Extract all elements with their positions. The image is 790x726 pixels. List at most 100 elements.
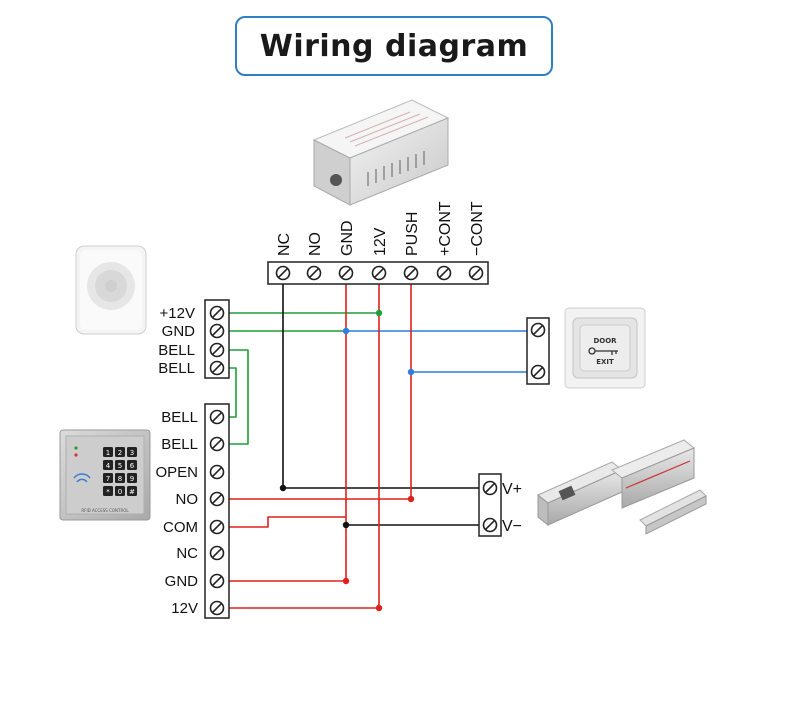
psu-terminal-label: 12V bbox=[372, 227, 389, 256]
controller-main-terminal-label: NO bbox=[176, 491, 199, 508]
wire-red-gnd bbox=[224, 279, 347, 582]
controller-top-terminal-screw bbox=[209, 323, 225, 339]
psu-terminal-screw bbox=[436, 265, 452, 281]
psu-terminal-label: +CONT bbox=[437, 201, 454, 256]
controller-main-terminal-screw bbox=[209, 600, 225, 616]
page-title: Wiring diagram bbox=[259, 28, 529, 64]
wire-green-bell-a bbox=[224, 349, 249, 445]
lock-terminal-block: V+ V− bbox=[478, 473, 522, 537]
keypad-key: 2 bbox=[115, 447, 125, 457]
junction-dot bbox=[375, 309, 383, 317]
keypad-caption: RFID ACCESS CONTROL bbox=[81, 508, 129, 513]
psu-terminal-screw bbox=[371, 265, 387, 281]
svg-text:*: * bbox=[106, 488, 110, 496]
svg-text:8: 8 bbox=[118, 475, 122, 483]
psu-terminal-screw bbox=[338, 265, 354, 281]
lock-terminal-screw bbox=[482, 517, 498, 533]
psu-terminal-label: PUSH bbox=[404, 212, 421, 256]
junction-dot bbox=[407, 368, 415, 376]
exit-button-image: DOOR EXIT bbox=[564, 307, 646, 389]
keypad-key: 0 bbox=[115, 486, 125, 496]
junction-dots bbox=[279, 309, 415, 612]
junction-dot bbox=[342, 521, 350, 529]
exit-button-terminal-block bbox=[526, 317, 550, 385]
psu-terminal-label: NO bbox=[307, 232, 324, 256]
keypad-key: 9 bbox=[127, 473, 137, 483]
controller-main-terminal-screw bbox=[209, 545, 225, 561]
lock-terminal-screw bbox=[482, 480, 498, 496]
controller-main-terminal-screw bbox=[209, 519, 225, 535]
keypad-key: 1 bbox=[103, 447, 113, 457]
svg-text:3: 3 bbox=[130, 449, 134, 457]
controller-main-terminal-label: BELL bbox=[161, 436, 198, 453]
controller-main-terminal-label: NC bbox=[176, 545, 198, 562]
key-icon bbox=[588, 347, 618, 355]
svg-text:2: 2 bbox=[118, 449, 122, 457]
keypad-key: 7 bbox=[103, 473, 113, 483]
junction-dot bbox=[279, 484, 287, 492]
psu-terminal-label: GND bbox=[339, 220, 356, 256]
exit-button-terminal-screw bbox=[530, 322, 546, 338]
controller-main-terminal-screw bbox=[209, 464, 225, 480]
exit-button-line1: DOOR bbox=[593, 337, 617, 345]
wire-red-push-no bbox=[224, 279, 412, 500]
svg-text:4: 4 bbox=[106, 462, 111, 470]
exit-button-line2: EXIT bbox=[596, 358, 614, 366]
controller-main-terminal-label: OPEN bbox=[155, 464, 198, 481]
psu-terminal-screw bbox=[468, 265, 484, 281]
controller-main-terminal-screw bbox=[209, 409, 225, 425]
keypad-key: 6 bbox=[127, 460, 137, 470]
svg-text:7: 7 bbox=[106, 475, 110, 483]
controller-top-terminal-label: BELL bbox=[158, 342, 195, 359]
lock-terminal-label: V− bbox=[502, 518, 522, 535]
controller-top-terminal-screw bbox=[209, 360, 225, 376]
svg-text:1: 1 bbox=[106, 449, 110, 457]
bell-speaker-image bbox=[75, 245, 147, 335]
lock-hardware-image bbox=[537, 439, 707, 535]
controller-main-terminal-screw bbox=[209, 491, 225, 507]
wires bbox=[224, 279, 532, 609]
controller-main-terminal-label: 12V bbox=[171, 600, 198, 617]
keypad-key: 8 bbox=[115, 473, 125, 483]
wire-black-nc-vplus bbox=[282, 279, 485, 489]
controller-top-terminal-label: GND bbox=[162, 323, 196, 340]
controller-top-terminal-label: +12V bbox=[160, 305, 195, 322]
title-box: Wiring diagram bbox=[235, 16, 553, 76]
psu-terminal-screw bbox=[275, 265, 291, 281]
keypad-key: * bbox=[103, 486, 113, 496]
junction-dot bbox=[342, 577, 350, 585]
junction-dot bbox=[375, 604, 383, 612]
junction-dot bbox=[407, 495, 415, 503]
psu-terminal-label: −CONT bbox=[469, 201, 486, 256]
psu-terminal-screw bbox=[306, 265, 322, 281]
wire-green-bell-b bbox=[224, 367, 237, 418]
svg-text:6: 6 bbox=[130, 462, 135, 470]
junction-dot bbox=[342, 327, 350, 335]
controller-top-terminal-screw bbox=[209, 342, 225, 358]
svg-text:5: 5 bbox=[118, 462, 122, 470]
controller-main-terminal-screw bbox=[209, 573, 225, 589]
controller-top-terminal-label: BELL bbox=[158, 360, 195, 377]
lock-terminal-label: V+ bbox=[502, 481, 522, 498]
controller-main-terminal-label: GND bbox=[165, 573, 199, 590]
svg-text:0: 0 bbox=[118, 488, 122, 496]
keypad-key: 3 bbox=[127, 447, 137, 457]
keypad-key: 5 bbox=[115, 460, 125, 470]
power-supply-image bbox=[312, 99, 450, 206]
keypad-key: # bbox=[127, 486, 137, 496]
keypad-key: 4 bbox=[103, 460, 113, 470]
controller-main-terminal-screw bbox=[209, 436, 225, 452]
psu-terminal-screw bbox=[403, 265, 419, 281]
psu-terminal-block: NC NO GND 12V PUSH +CONT −CONT bbox=[267, 201, 489, 285]
exit-button-terminal-screw bbox=[530, 364, 546, 380]
svg-text:#: # bbox=[129, 488, 135, 496]
svg-text:9: 9 bbox=[130, 475, 134, 483]
psu-terminal-label: NC bbox=[276, 233, 293, 256]
controller-top-terminal-screw bbox=[209, 305, 225, 321]
wire-red-com bbox=[224, 516, 346, 528]
